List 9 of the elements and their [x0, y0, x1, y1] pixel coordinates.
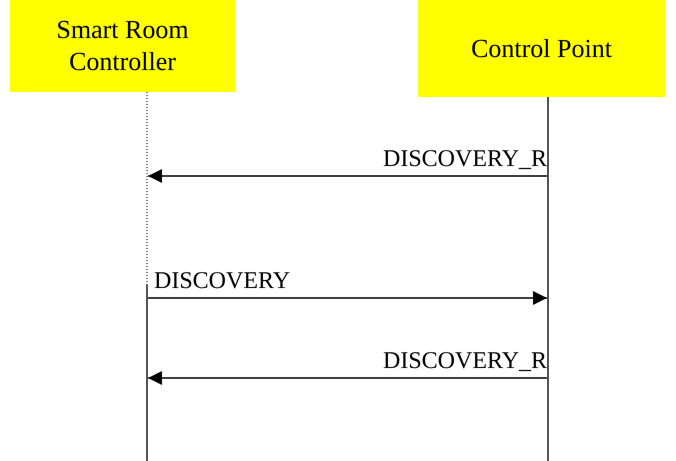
message-arrow [148, 169, 547, 183]
lifeline [146, 92, 148, 461]
participant-name: Smart Room Controller [55, 14, 190, 78]
participant-box [418, 0, 665, 97]
participant-name: Control Point [471, 32, 612, 64]
message-arrow [148, 291, 547, 305]
message-arrow [148, 371, 547, 385]
participant-box [10, 0, 235, 92]
lifeline [547, 97, 549, 461]
